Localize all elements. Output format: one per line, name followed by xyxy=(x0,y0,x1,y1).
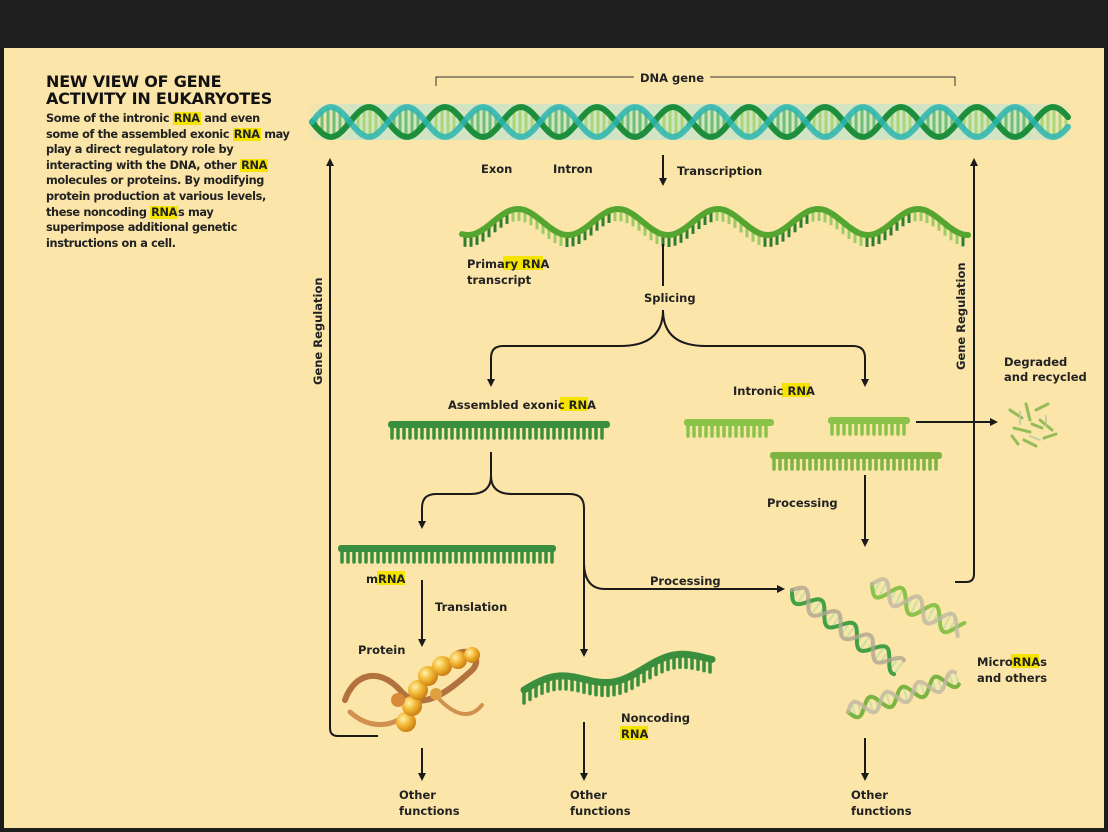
primary-rna-label: Primary RNA xyxy=(467,257,549,271)
processing-label-right: Processing xyxy=(767,496,838,510)
mrna-strand xyxy=(338,545,556,564)
desc-highlight: RNA xyxy=(240,158,268,172)
bottom-border xyxy=(0,828,1108,832)
desc-highlight: RNA xyxy=(232,127,261,141)
intron-label: Intron xyxy=(553,162,593,176)
desc-text: molecules or proteins. By modifying prot… xyxy=(46,174,266,219)
primary-rna-strand xyxy=(459,205,971,239)
degraded-fragments-icon xyxy=(1008,402,1058,448)
mrna-label: mRNA xyxy=(366,572,405,586)
other-functions-label-3: Other xyxy=(851,788,888,802)
gene-regulation-arrow-right xyxy=(955,158,978,583)
exon-label: Exon xyxy=(481,162,512,176)
exonic-arrow-to-noncoding xyxy=(490,475,588,657)
desc-text: may play a direct regulatory role by int… xyxy=(46,127,290,172)
intronic-rna-fragment-2 xyxy=(828,417,910,436)
transcription-label: Transcription xyxy=(677,164,762,178)
assembled-exonic-label: Assembled exonic RNA xyxy=(448,398,596,412)
protein-structure-icon xyxy=(342,647,484,732)
figure-title: NEW VIEW OF GENE ACTIVITY IN EUKARYOTES xyxy=(46,72,273,108)
dna-strand-b xyxy=(309,104,1071,140)
dna-strand-a xyxy=(309,104,1071,140)
label-highlight xyxy=(1011,654,1039,668)
figure-description: Some of the intronic RNA and even some o… xyxy=(46,111,291,251)
splicing-arrow-left xyxy=(487,309,664,387)
dna-double-helix xyxy=(308,104,1072,140)
assembled-exonic-rna xyxy=(388,421,610,440)
gene-regulation-arrow-left xyxy=(326,158,378,737)
splicing-arrow-right xyxy=(662,309,869,387)
noncoding-rna-strand xyxy=(520,650,716,705)
desc-highlight: RNA xyxy=(150,205,179,219)
desc-highlight: RNA xyxy=(172,112,201,125)
processing-label-mid: Processing xyxy=(650,574,721,588)
desc-text: Some of the intronic xyxy=(46,112,173,125)
dna-gene-label: DNA gene xyxy=(640,71,704,85)
label-highlight xyxy=(560,397,588,411)
label-highlight xyxy=(782,383,810,397)
protein-label: Protein xyxy=(358,643,405,657)
processing-arrow-mid xyxy=(583,561,785,593)
top-bar xyxy=(0,0,1108,48)
intronic-rna-fragment-1 xyxy=(684,419,774,438)
translation-label: Translation xyxy=(435,600,507,614)
other-functions-label-1: Other xyxy=(399,788,436,802)
gene-regulation-label-left: Gene Regulation xyxy=(311,277,325,385)
degraded-label: Degraded xyxy=(1004,355,1067,369)
microrna-label: MicroRNAs xyxy=(977,655,1047,669)
desc-text: s may superimpose additional genetic ins… xyxy=(46,205,237,250)
exonic-arrow-to-mrna xyxy=(418,475,492,529)
intronic-rna-label: Intronic RNA xyxy=(733,384,815,398)
desc-text: and even some of the assembled exonic xyxy=(46,112,260,141)
intronic-rna-fragment-3 xyxy=(770,452,942,471)
label-highlight xyxy=(377,571,405,585)
other-functions-label-2b: functions xyxy=(570,804,631,818)
label-highlight xyxy=(503,256,543,270)
microrna-structures-icon xyxy=(790,576,967,720)
other-functions-label-1b: functions xyxy=(399,804,460,818)
noncoding-label: Noncoding xyxy=(621,711,690,725)
primary-rna-label-2: transcript xyxy=(467,273,532,287)
splicing-label: Splicing xyxy=(644,291,696,305)
noncoding-label-2: RNA xyxy=(621,727,648,741)
dna-gene-bracket: DNA gene xyxy=(435,71,956,86)
primary-rna-transcript xyxy=(459,205,971,247)
label-highlight xyxy=(620,726,648,740)
caption-column: NEW VIEW OF GENE ACTIVITY IN EUKARYOTES … xyxy=(46,73,291,251)
gene-regulation-label-right: Gene Regulation xyxy=(954,262,968,370)
recycled-label: and recycled xyxy=(1004,370,1087,384)
other-functions-label-2: Other xyxy=(570,788,607,802)
other-functions-label-3b: functions xyxy=(851,804,912,818)
microrna-label-2: and others xyxy=(977,671,1047,685)
